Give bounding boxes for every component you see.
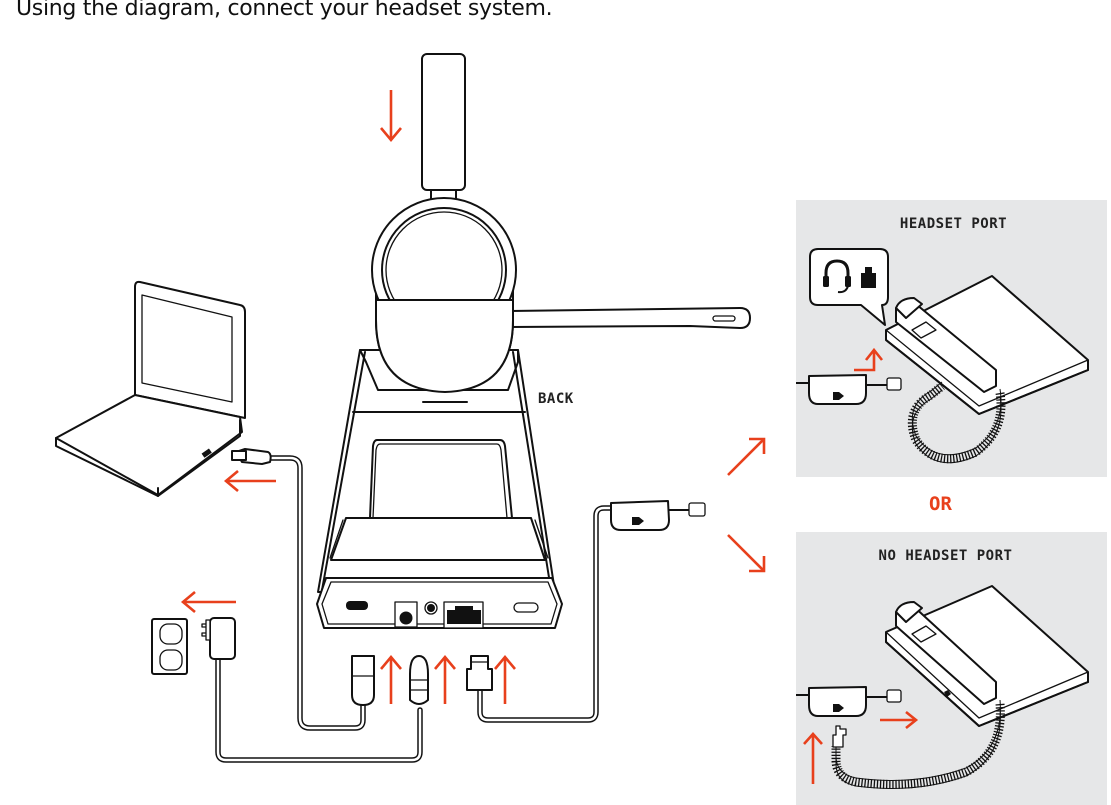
- arrow-usb-up: [380, 654, 402, 704]
- telephone-cable: [477, 505, 619, 723]
- arrow-to-headset-port: [854, 347, 884, 372]
- arrow-power-up: [434, 654, 456, 704]
- headset-port-illustration: [796, 248, 1089, 464]
- arrow-handset-plug-up: [803, 732, 823, 784]
- usb-connector: [231, 448, 272, 465]
- charging-base: [316, 299, 563, 629]
- arrow-to-headset-port-option: [727, 437, 766, 476]
- back-label: BACK: [538, 391, 574, 407]
- instruction-text: Using the diagram, connect your headset …: [16, 0, 553, 21]
- no-headset-port-panel: NO HEADSET PORT: [796, 532, 1107, 805]
- arrow-to-laptop: [223, 470, 276, 492]
- no-headset-port-illustration: [796, 585, 1089, 789]
- telephone-interface-cable: [796, 686, 902, 717]
- security-slot: [513, 602, 539, 613]
- headset-icon: [823, 259, 851, 294]
- headset-port-panel: HEADSET PORT: [796, 200, 1107, 477]
- telephone-port: [443, 601, 484, 629]
- arrow-telephone-up: [494, 654, 516, 704]
- desk-phone: [885, 585, 1089, 727]
- panel-title-no-headset-port: NO HEADSET PORT: [878, 548, 1013, 564]
- panel-title-headset-port: HEADSET PORT: [899, 216, 1008, 232]
- laptop: [55, 280, 246, 497]
- telephone-interface-cable: [610, 500, 706, 531]
- handset-coil-cord: [907, 381, 1006, 464]
- arrow-headset-down: [380, 90, 402, 143]
- power-cable: [215, 657, 423, 763]
- handset-coil-cord: [831, 699, 1005, 789]
- power-adapter: [201, 617, 236, 660]
- telephone-interface-cable: [796, 374, 902, 405]
- desk-phone: [885, 275, 1089, 415]
- handset-plug: [832, 725, 847, 748]
- or-label: OR: [929, 493, 952, 515]
- audio-jack: [424, 601, 438, 615]
- usb-port: [346, 601, 368, 610]
- wall-outlet: [151, 618, 188, 675]
- arrow-to-no-headset-port-option: [727, 534, 766, 573]
- phone-jack-icon: [861, 267, 876, 288]
- usb-cable: [259, 455, 366, 731]
- telephone-plug: [466, 655, 493, 691]
- port-callout: [809, 248, 889, 326]
- usb-plug: [351, 655, 375, 706]
- arrow-to-phone-base: [880, 710, 919, 730]
- power-plug: [409, 655, 429, 705]
- power-port: [394, 601, 418, 628]
- arrow-to-outlet: [180, 591, 236, 613]
